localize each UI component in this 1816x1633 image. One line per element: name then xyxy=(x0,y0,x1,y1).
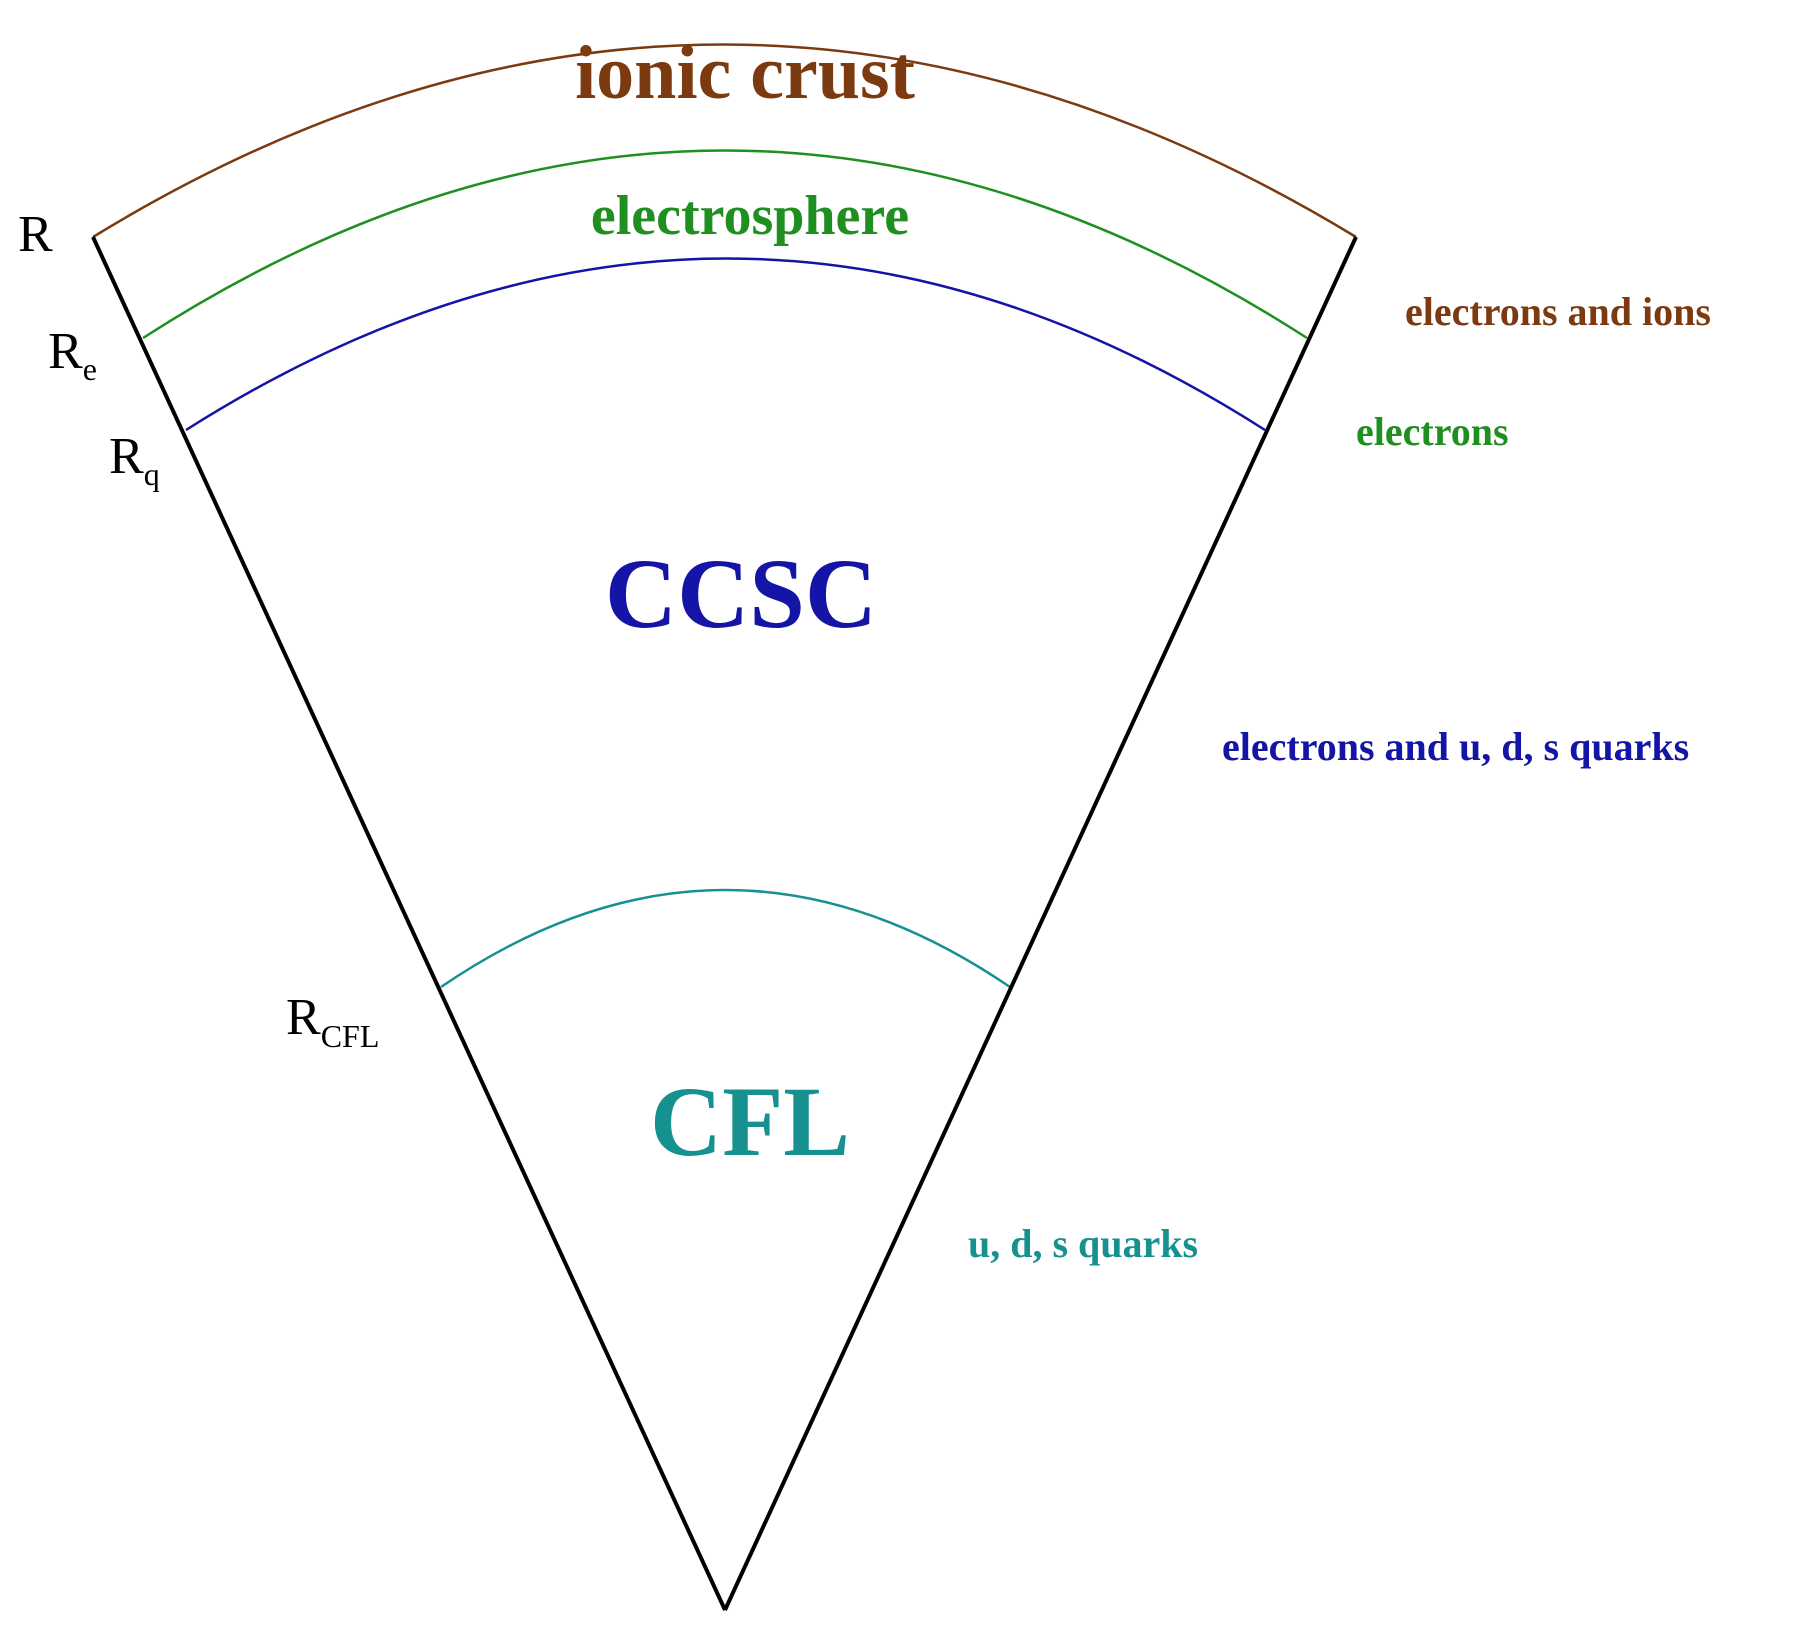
crust-composition-label: electrons and ions xyxy=(1405,289,1711,334)
ionic-crust-boundary-arc xyxy=(92,43,1357,239)
quark-surface-boundary-arc xyxy=(185,257,1266,432)
electrosphere-composition-label: electrons xyxy=(1356,409,1509,454)
ccsc-label: CCSC xyxy=(605,538,877,649)
sector-right-edge xyxy=(723,236,1358,1611)
electrosphere-label: electrosphere xyxy=(591,185,909,247)
cfl-label: CFL xyxy=(650,1066,850,1177)
cfl-composition-label: u, d, s quarks xyxy=(968,1221,1198,1266)
electrosphere-boundary-arc xyxy=(142,149,1308,340)
radius-rq-label: Rq xyxy=(109,428,160,492)
radius-rcfl-label: RCFL xyxy=(286,989,379,1054)
radius-re-label: Re xyxy=(48,323,97,387)
radius-r-label: R xyxy=(18,206,53,263)
ionic-crust-label: ionic crust xyxy=(575,31,915,115)
cfl-boundary-arc xyxy=(440,888,1011,989)
ccsc-composition-label: electrons and u, d, s quarks xyxy=(1222,724,1689,769)
sector-left-edge xyxy=(91,236,727,1611)
